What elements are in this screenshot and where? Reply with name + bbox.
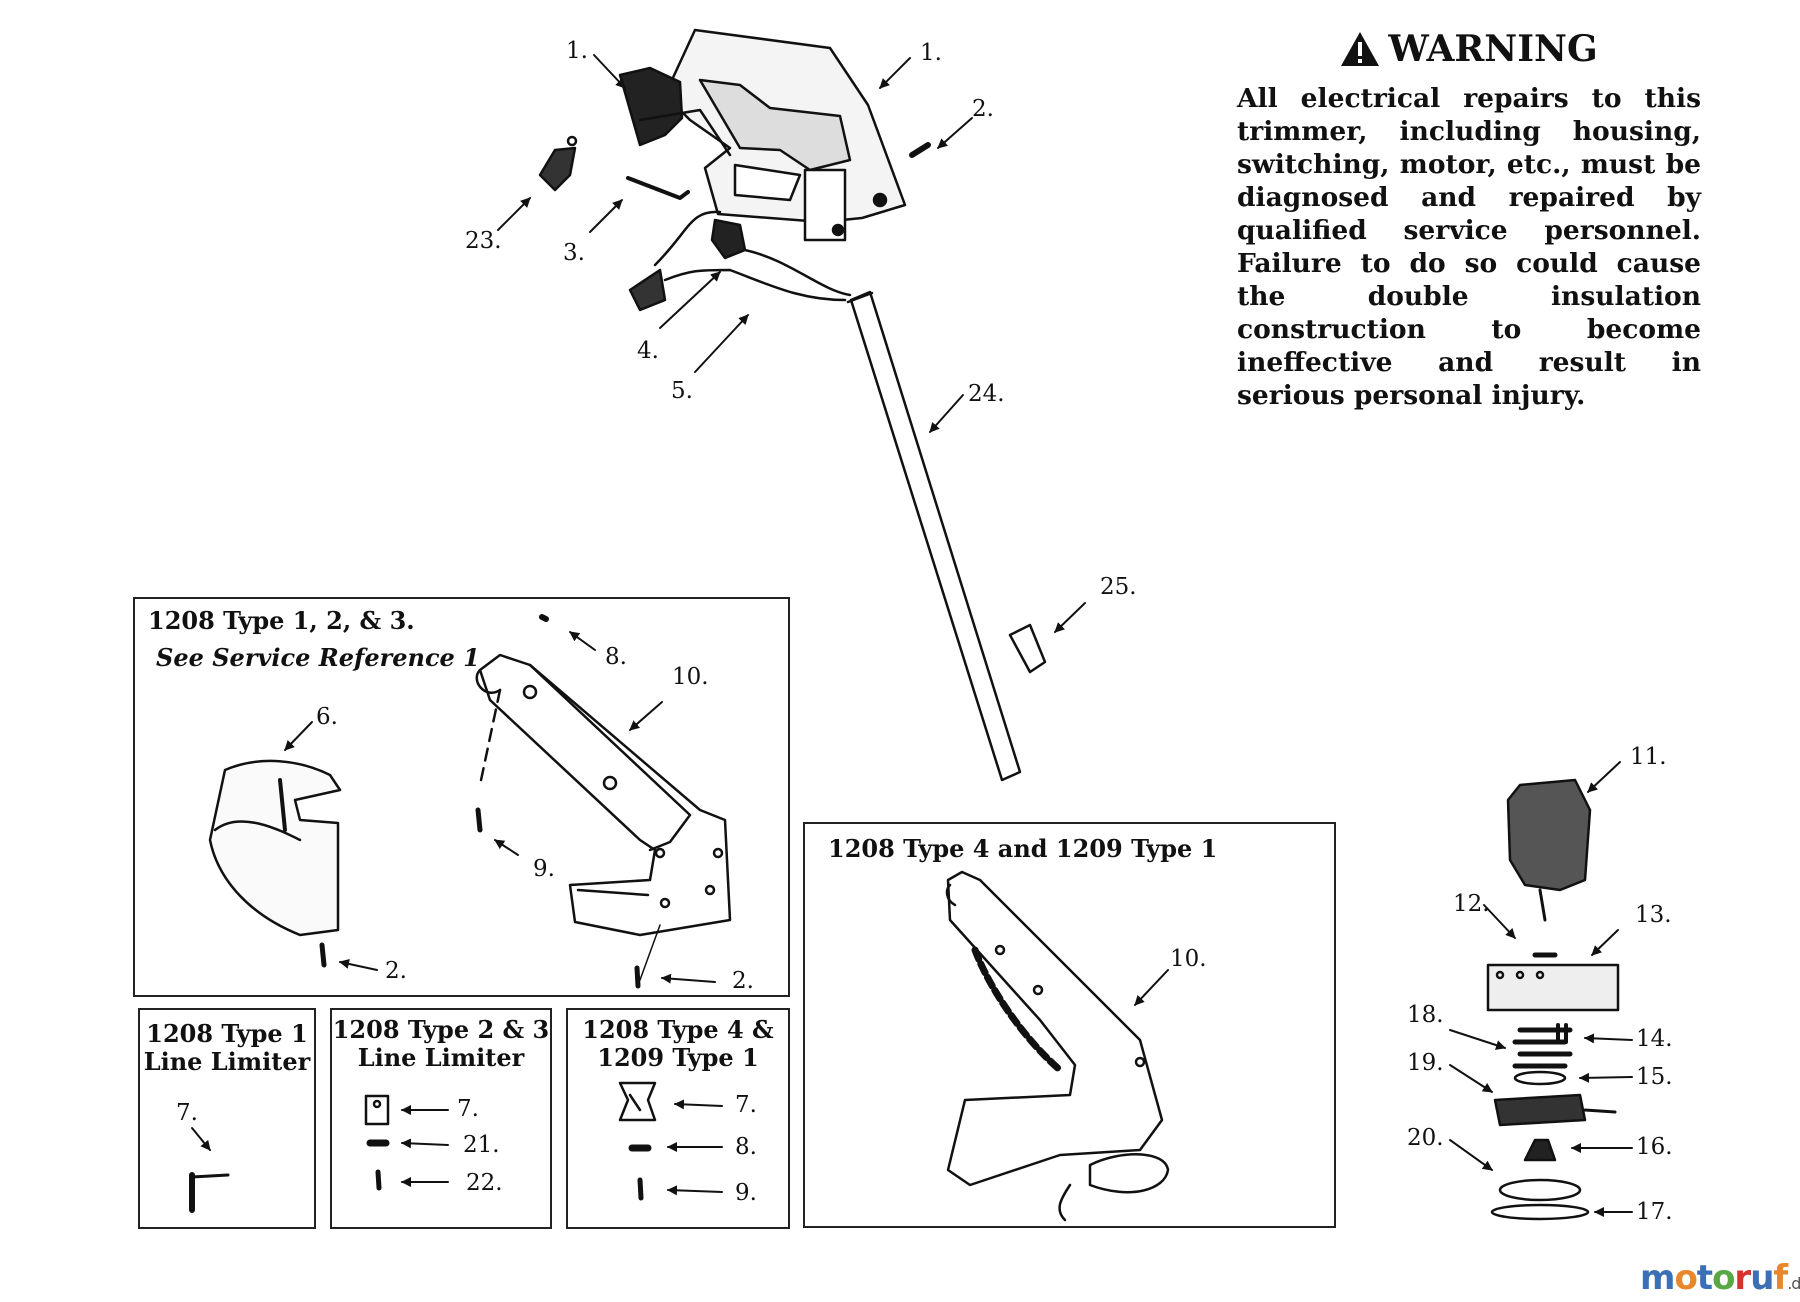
watermark-letter: t [1696,1258,1713,1298]
callout-label: 13. [1635,902,1672,928]
callout-label: 18. [1407,1002,1444,1028]
callout-label: 5. [671,378,693,404]
callout-label: 17. [1636,1199,1673,1225]
box-1208-type-4-1209-type-1 [803,822,1336,1228]
box-1208-type-1-2-3-subtitle: See Service Reference 1 [156,643,480,672]
bracket-part [626,176,690,200]
callout-label: 8. [605,644,627,670]
callout-label: 1. [920,40,942,66]
callout-label: 24. [968,381,1005,407]
callout-arrows [191,54,1633,1217]
watermark-logo: motoruf.de [1640,1258,1800,1298]
watermark-letter: f [1773,1258,1788,1298]
box-line-limiter-type-4: 1208 Type 4 & 1209 Type 1 [566,1008,790,1229]
warning-block: WARNING All electrical repairs to this t… [1237,28,1701,412]
warning-heading-text: WARNING [1388,28,1598,70]
motor-part [1506,778,1592,922]
screw-part [909,142,931,158]
callout-label: 8. [735,1134,757,1160]
callout-label: 22. [466,1170,503,1196]
limiter23-title-2: Line Limiter [357,1043,525,1072]
callout-label: 23. [465,228,502,254]
callout-label: 1. [566,38,588,64]
callout-label: 12. [1453,891,1490,917]
callout-label: 4. [637,338,659,364]
box-line-limiter-type-1: 1208 Type 1 Line Limiter [138,1008,316,1229]
callout-label: 7. [457,1096,479,1122]
guard-part [208,759,342,937]
callout-label: 9. [735,1180,757,1206]
callout-label: 10. [672,664,709,690]
callout-label: 19. [1407,1050,1444,1076]
watermark-letter: r [1734,1258,1751,1298]
box-line-limiter-type-2-3: 1208 Type 2 & 3 Line Limiter [330,1008,552,1229]
handle-housing-part [618,28,907,242]
box-1208-type-1-2-3 [133,597,790,997]
limiter4-title-1: 1208 Type 4 & [582,1015,774,1044]
gear-housing-part [1486,963,1620,1012]
callout-label: 21. [463,1132,500,1158]
callout-label: 6. [316,704,338,730]
watermark-letter: m [1640,1258,1675,1298]
callout-label: 2. [385,958,407,984]
warning-heading: WARNING [1237,28,1701,70]
head-housing-type4-part [945,870,1170,1222]
warning-text: All electrical repairs to this trimmer, … [1237,83,1701,411]
wiring-part [628,210,852,312]
callout-label: 20. [1407,1125,1444,1151]
callout-label: 7. [176,1100,198,1126]
watermark-letter: o [1674,1258,1697,1298]
callout-label: 10. [1170,946,1207,972]
callout-label: 9. [533,856,555,882]
box-type4-title: 1208 Type 4 and 1209 Type 1 [828,834,1218,863]
clip-part [1008,623,1047,674]
warning-triangle-icon [1341,32,1380,66]
limiter23-title-1: 1208 Type 2 & 3 [332,1015,550,1044]
callout-label: 7. [735,1092,757,1118]
limiter1-title-2: Line Limiter [143,1047,311,1076]
callout-label: 2. [972,96,994,122]
callout-label: 16. [1636,1134,1673,1160]
watermark-letter: u [1750,1258,1774,1298]
head-housing-part [475,653,732,937]
callout-label: 25. [1100,574,1137,600]
callout-label: 15. [1636,1064,1673,1090]
limiter4-title-2: 1209 Type 1 [597,1043,759,1072]
callout-label: 3. [563,240,585,266]
watermark-letter: o [1712,1258,1735,1298]
callout-label: 11. [1630,744,1667,770]
callout-label: 14. [1636,1026,1673,1052]
box-1208-type-1-2-3-title: 1208 Type 1, 2, & 3. [148,606,415,635]
limiter1-title-1: 1208 Type 1 [146,1019,308,1048]
switch-part [538,135,578,192]
watermark-suffix: .de [1787,1274,1800,1293]
callout-label: 2. [732,968,754,994]
shaft-part [846,290,1022,782]
